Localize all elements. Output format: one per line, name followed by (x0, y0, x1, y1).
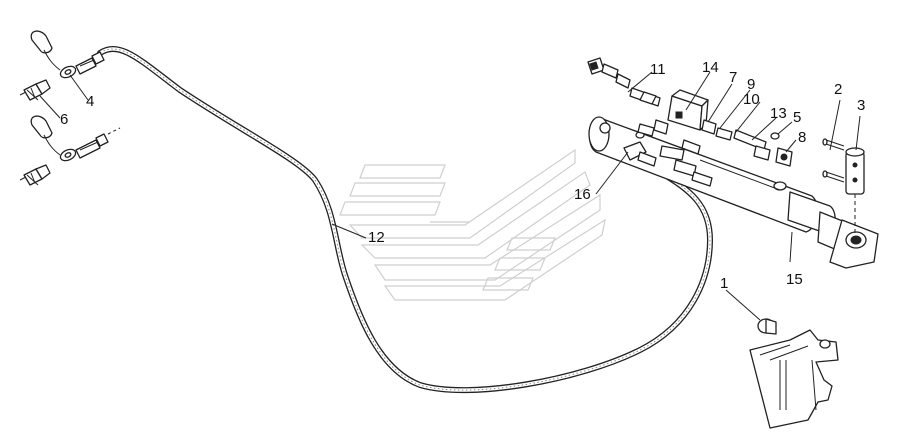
callout-12: 12 (368, 229, 385, 246)
cotter-pins (822, 138, 845, 183)
callout-4: 4 (86, 93, 94, 110)
callout-8: 8 (798, 129, 806, 146)
callout-11: 11 (650, 61, 666, 78)
watermark-logo (339, 148, 606, 301)
callout-9: 9 (747, 76, 755, 93)
callout-10: 10 (743, 91, 760, 108)
leader-lines (39, 71, 861, 321)
callout-13: 13 (770, 105, 787, 122)
callout-7: 7 (729, 69, 737, 86)
hydraulic-cylinder (588, 116, 879, 269)
callout-15: 15 (786, 271, 803, 288)
quick-coupling-upper (19, 30, 105, 101)
callout-labels: 1 2 3 4 5 6 7 8 9 10 11 12 13 14 15 16 (60, 59, 865, 292)
callout-1: 1 (720, 275, 728, 292)
callout-14: 14 (702, 59, 719, 76)
clevis-pin (845, 147, 865, 235)
callout-16: 16 (574, 186, 591, 203)
valve-block (667, 89, 709, 131)
quick-coupling-lower (19, 115, 121, 186)
callout-2: 2 (834, 81, 842, 98)
callout-6: 6 (60, 111, 68, 128)
fittings (587, 57, 793, 187)
mounting-bracket (749, 329, 839, 429)
bushing (757, 318, 777, 335)
callout-5: 5 (793, 109, 801, 126)
callout-3: 3 (857, 97, 865, 114)
hydraulic-hose-long (97, 46, 713, 394)
